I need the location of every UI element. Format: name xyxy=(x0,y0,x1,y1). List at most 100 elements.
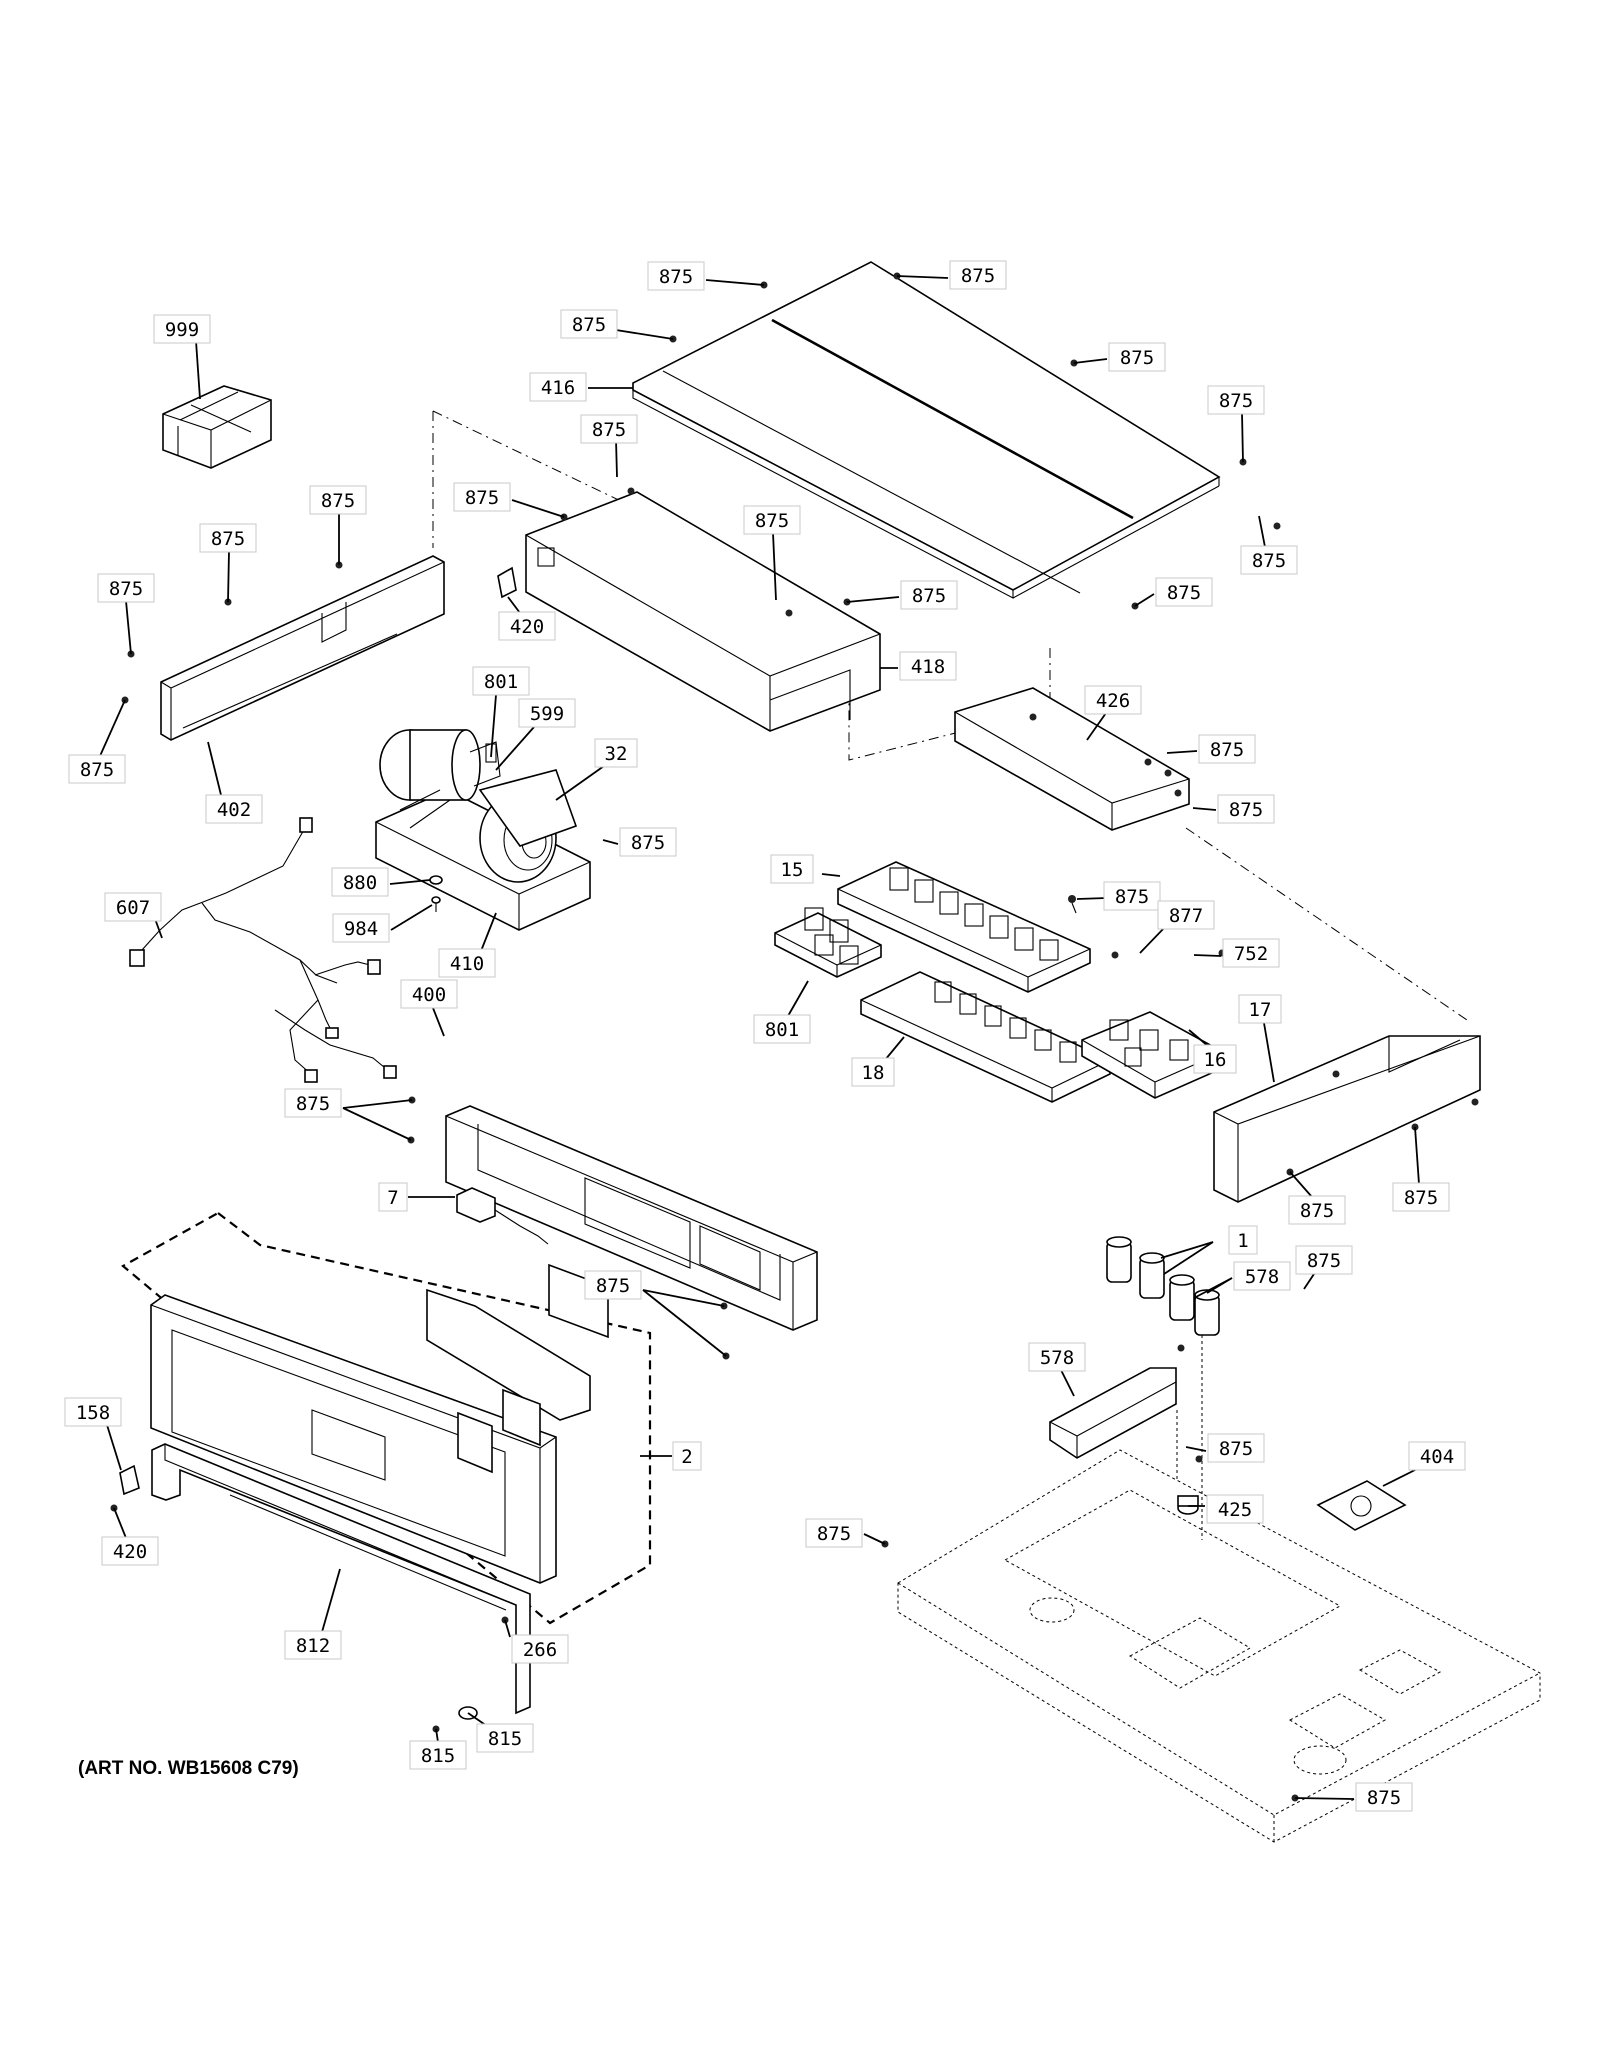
leader-line-875 xyxy=(1073,358,1108,364)
callout-578: 578 xyxy=(1028,1342,1086,1372)
callout-number: 752 xyxy=(1234,943,1268,965)
callout-875: 875 xyxy=(580,414,638,444)
callout-box xyxy=(453,482,511,512)
callout-875: 875 xyxy=(619,827,677,857)
callout-number: 875 xyxy=(1219,390,1253,412)
callout-box xyxy=(1193,1044,1237,1074)
leader-line-875 xyxy=(227,550,230,603)
part-426-board-bracket xyxy=(954,687,1190,831)
callout-number: 578 xyxy=(1040,1347,1074,1369)
callout-801: 801 xyxy=(753,1014,811,1044)
callout-984: 984 xyxy=(332,913,390,943)
callout-875: 875 xyxy=(199,523,257,553)
callout-number: 7 xyxy=(387,1187,398,1209)
callout-box xyxy=(1240,545,1298,575)
callout-number: 875 xyxy=(631,832,665,854)
leader-line-875 xyxy=(1192,807,1217,811)
leader-line-578 xyxy=(1193,1277,1233,1299)
callout-815: 815 xyxy=(476,1723,534,1753)
leader-line-1 xyxy=(1163,1241,1214,1275)
callout-875: 875 xyxy=(284,1088,342,1118)
callout-box xyxy=(68,754,126,784)
callout-875: 875 xyxy=(1217,794,1275,824)
callout-number: 880 xyxy=(343,872,377,894)
callout-number: 420 xyxy=(113,1541,147,1563)
callout-box xyxy=(949,260,1007,290)
callout-box xyxy=(805,1518,863,1548)
callout-number: 402 xyxy=(217,799,251,821)
part-420-clip-bottom xyxy=(110,1464,140,1512)
part-18-relay-board xyxy=(774,907,882,978)
callout-labels: 999 875 875 875 875 875 875 875 875 875 875 875 875 8… xyxy=(64,260,1466,1812)
callout-number: 875 xyxy=(1115,886,1149,908)
callout-box xyxy=(1207,1433,1265,1463)
callout-box xyxy=(1288,1195,1346,1225)
callout-box xyxy=(619,827,677,857)
callout-box xyxy=(518,698,576,728)
leader-line-875 xyxy=(99,699,126,757)
callout-number: 420 xyxy=(510,616,544,638)
callout-box xyxy=(284,1630,342,1660)
callout-number: 15 xyxy=(781,859,804,881)
callout-2: 2 xyxy=(672,1441,702,1471)
callout-425: 425 xyxy=(1206,1494,1264,1524)
callout-402: 402 xyxy=(205,794,263,824)
callout-7: 7 xyxy=(378,1182,408,1212)
callout-number: 815 xyxy=(488,1728,522,1750)
leader-line-875 xyxy=(642,1289,725,1307)
callout-number: 875 xyxy=(1120,347,1154,369)
callout-875: 875 xyxy=(309,485,367,515)
art-number-note: (ART NO. WB15608 C79) xyxy=(78,1758,299,1779)
callout-number: 875 xyxy=(1367,1787,1401,1809)
callout-box xyxy=(900,580,958,610)
leader-line-420 xyxy=(113,1507,127,1539)
callout-number: 877 xyxy=(1169,905,1203,927)
leader-line-815 xyxy=(435,1728,439,1743)
callout-number: 812 xyxy=(296,1635,330,1657)
callout-32: 32 xyxy=(594,738,638,768)
leader-line-875 xyxy=(342,1107,412,1141)
callout-999: 999 xyxy=(153,314,211,344)
callout-number: 158 xyxy=(76,1402,110,1424)
callout-box xyxy=(851,1057,895,1087)
group-outline-part-1 xyxy=(121,1212,652,1625)
callout-16: 16 xyxy=(1193,1044,1237,1074)
callout-426: 426 xyxy=(1084,685,1142,715)
callout-box xyxy=(1392,1182,1450,1212)
guide-line-right xyxy=(848,648,1051,761)
leader-line-875 xyxy=(1289,1171,1313,1198)
callout-158: 158 xyxy=(64,1397,122,1427)
part-2-sensor xyxy=(456,1187,549,1245)
oven-chassis-reference xyxy=(881,1449,1541,1843)
callout-box xyxy=(1084,685,1142,715)
callout-number: 875 xyxy=(1300,1200,1334,1222)
callout-number: 875 xyxy=(296,1093,330,1115)
callout-number: 875 xyxy=(596,1275,630,1297)
callout-number: 875 xyxy=(465,487,499,509)
callout-number: 999 xyxy=(165,319,199,341)
leader-line-32 xyxy=(555,765,605,801)
part-1-control-panel xyxy=(150,1294,557,1584)
callout-number: 875 xyxy=(1167,582,1201,604)
callout-box xyxy=(476,1723,534,1753)
part-880-984-fasteners xyxy=(429,875,443,912)
leader-line-15 xyxy=(821,873,841,877)
callout-875: 875 xyxy=(949,260,1007,290)
callout-number: 875 xyxy=(592,419,626,441)
callout-number: 984 xyxy=(344,918,378,940)
callout-875: 875 xyxy=(1355,1782,1413,1812)
callout-box xyxy=(1233,1261,1291,1291)
callout-number: 17 xyxy=(1249,999,1272,1021)
callout-box xyxy=(743,505,801,535)
callout-box xyxy=(1157,900,1215,930)
callout-875: 875 xyxy=(97,573,155,603)
leader-line-426 xyxy=(1086,712,1107,741)
callout-box xyxy=(580,414,638,444)
leader-line-984 xyxy=(390,904,433,931)
leader-line-18 xyxy=(884,1036,905,1061)
part-425-plate xyxy=(1316,1480,1407,1531)
part-420-clip-top xyxy=(497,566,517,599)
callout-number: 875 xyxy=(1307,1250,1341,1272)
leader-line-999 xyxy=(195,340,201,400)
leader-line-875 xyxy=(1076,897,1108,900)
